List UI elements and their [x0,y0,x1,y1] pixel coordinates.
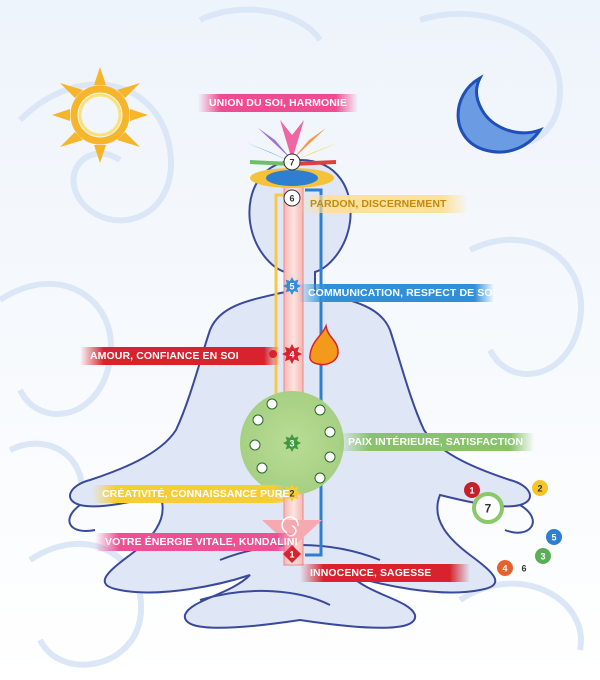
right-channel [305,188,323,557]
hand-chakra-1-badge: 1 [464,482,480,498]
chakra-2-number: 2 [289,489,294,499]
label-chakra-3: PAIX INTÉRIEURE, SATISFACTION [338,433,534,451]
hand-chakra-2-number: 2 [537,484,542,494]
central-channel [283,169,304,566]
hand-chakra-4-badge: 4 [497,560,513,576]
chakra-6-marker: 6 [283,189,301,207]
hand-chakra-6-number: 6 [521,564,526,574]
chakra-7-marker: 7 [283,153,301,171]
label-union: UNION DU SOI, HARMONIE [198,94,358,112]
hand-chakra-5-number: 5 [551,533,556,543]
hand-chakra-7-number: 7 [485,502,492,516]
chakra-6-number: 6 [289,194,294,204]
hand-chakra-6-badge: 6 [516,560,532,576]
label-chakra-6: PARDON, DISCERNEMENT [300,195,468,213]
moon-icon [456,74,544,154]
hand-chakra-3-badge: 3 [535,548,551,564]
label-chakra-1: INNOCENCE, SAGESSE [300,564,470,582]
hand-chakra-4-number: 4 [502,564,507,574]
chakra-3-number: 3 [289,439,294,449]
hand-chakra-2-badge: 2 [532,480,548,496]
hand-chakra-7-badge: 7 [472,492,504,524]
chakra-4-number: 4 [289,350,294,360]
sun-icon [52,67,148,163]
chakra-5-marker: 5 [283,277,301,295]
flame-icon [309,323,339,366]
label-chakra-2: CRÉATIVITÉ, CONNAISSANCE PURE [92,485,290,503]
chakra-5-number: 5 [289,282,294,292]
hand-chakra-3-number: 3 [540,552,545,562]
chakra-7-number: 7 [289,158,294,168]
chakra-1-number: 1 [289,550,294,560]
label-chakra-4: AMOUR, CONFIANCE EN SOI [80,347,280,365]
label-kundalini: VOTRE ÉNERGIE VITALE, KUNDALINI [95,533,297,551]
label-chakra-5: COMMUNICATION, RESPECT DE SOI [298,284,496,302]
lotus-icon [245,120,340,188]
disk-symbol-icons [249,398,336,484]
chakra-4-marker: 4 [282,344,302,364]
hand-chakra-1-number: 1 [469,486,474,496]
chakra-3-marker: 3 [283,434,301,452]
hand-chakra-5-badge: 5 [546,529,562,545]
